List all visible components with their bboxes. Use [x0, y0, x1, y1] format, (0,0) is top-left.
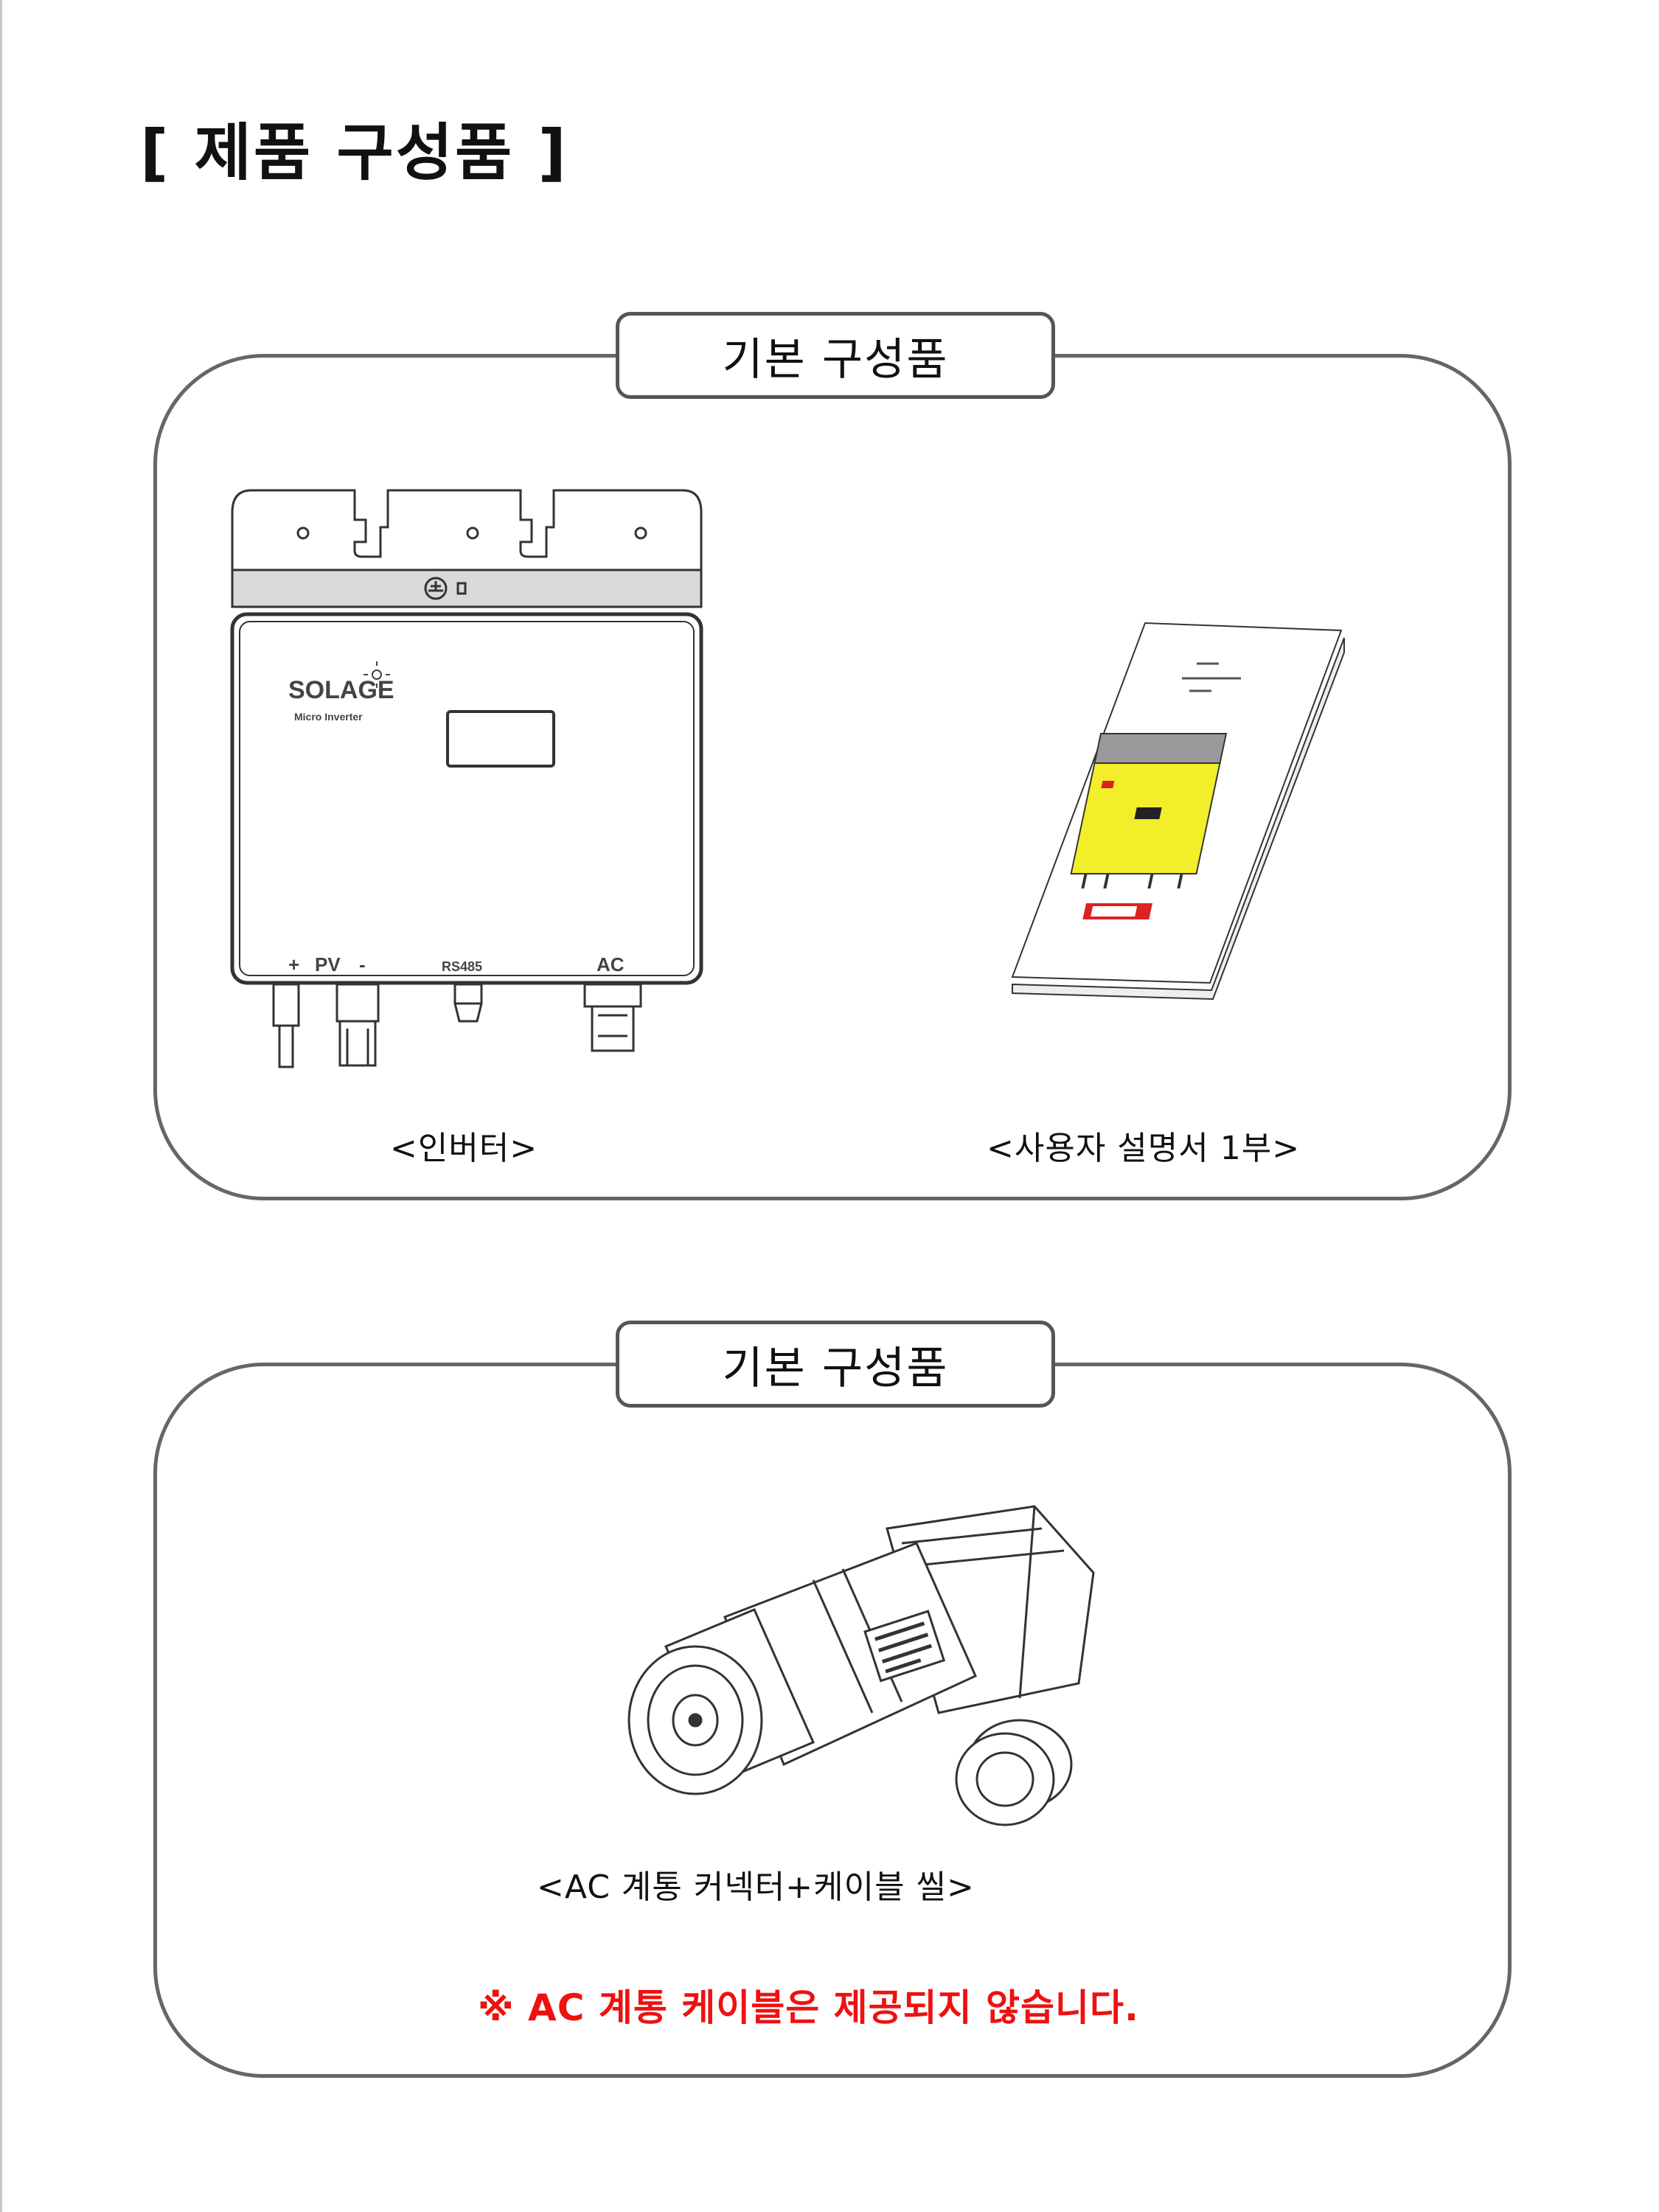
notice-text: ※ AC 계통 케이블은 제공되지 않습니다. [478, 1986, 1140, 2029]
inverter-illustration: SOLAGE Micro Inverter + PV - RS485 AC [230, 489, 703, 1068]
panel-label-basic-components-2: 기본 구성품 [616, 1321, 1055, 1408]
connector-components-panel: 기본 구성품 <AC [153, 1321, 1512, 2078]
inverter-model-text: Micro Inverter [294, 711, 363, 723]
panel-label-basic-components: 기본 구성품 [616, 312, 1055, 399]
inverter-brand-text: SOLAGE [288, 676, 394, 704]
inverter-port-pv-minus: - [359, 953, 366, 975]
basic-components-panel: 기본 구성품 SOLA [153, 312, 1512, 1200]
page-title: [ 제품 구성품 ] [140, 116, 568, 189]
inverter-port-rs485: RS485 [442, 959, 482, 974]
user-manual-illustration [1011, 622, 1345, 1001]
ac-connector-illustration [627, 1505, 1095, 1826]
inverter-port-pv: PV [315, 953, 341, 975]
ac-connector-caption: <AC 계통 커넥터+케이블 씰> [537, 1868, 975, 1906]
page-left-rule [0, 0, 2, 2212]
user-manual-caption: <사용자 설명서 1부> [987, 1130, 1301, 1167]
inverter-caption: <인버터> [390, 1130, 538, 1167]
inverter-port-ac: AC [597, 953, 625, 975]
inverter-port-pv-plus: + [288, 953, 299, 975]
